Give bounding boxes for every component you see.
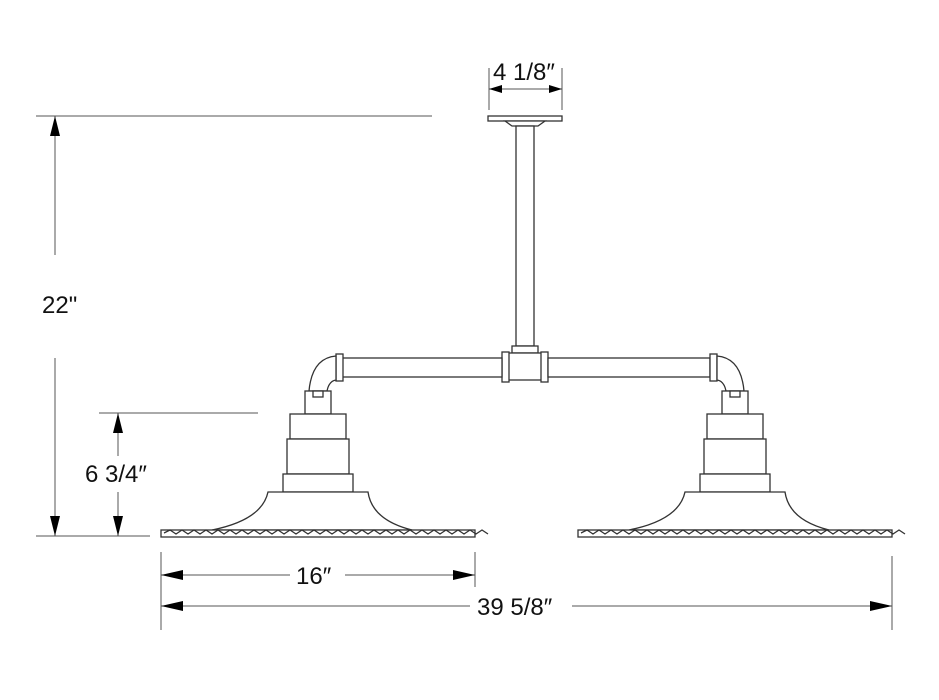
arrowhead-icon <box>549 85 562 93</box>
arrowhead-icon <box>113 413 123 433</box>
overall-height-dimension: 22" <box>36 115 432 537</box>
right-lamp <box>577 355 906 538</box>
arrowhead-icon <box>161 570 183 580</box>
horizontal-pipe-left <box>335 353 503 382</box>
left-lamp <box>160 355 489 538</box>
arrowhead-icon <box>113 516 123 536</box>
shade-width-dimension: 16″ <box>160 552 476 630</box>
overall-height-label: 22" <box>42 292 77 319</box>
shade-height-label: 6 3/4″ <box>85 461 147 488</box>
arrowhead-icon <box>50 516 60 536</box>
shade-height-dimension: 6 3/4″ <box>85 412 258 536</box>
overall-width-dimension: 39 5/8″ <box>161 556 893 630</box>
overall-width-label: 39 5/8″ <box>477 594 553 621</box>
stem-pipe <box>511 125 539 354</box>
arrowhead-icon <box>50 116 60 136</box>
arrowhead-icon <box>161 601 183 611</box>
canopy-width-dimension: 4 1/8″ <box>488 59 563 110</box>
canopy <box>487 115 563 127</box>
arrowhead-icon <box>453 570 475 580</box>
canopy-width-label: 4 1/8″ <box>493 59 555 86</box>
arrowhead-icon <box>489 85 502 93</box>
arrowhead-icon <box>870 601 892 611</box>
shade-width-label: 16″ <box>296 563 332 590</box>
horizontal-pipe-right <box>547 353 718 382</box>
tee-fitting <box>501 351 549 383</box>
